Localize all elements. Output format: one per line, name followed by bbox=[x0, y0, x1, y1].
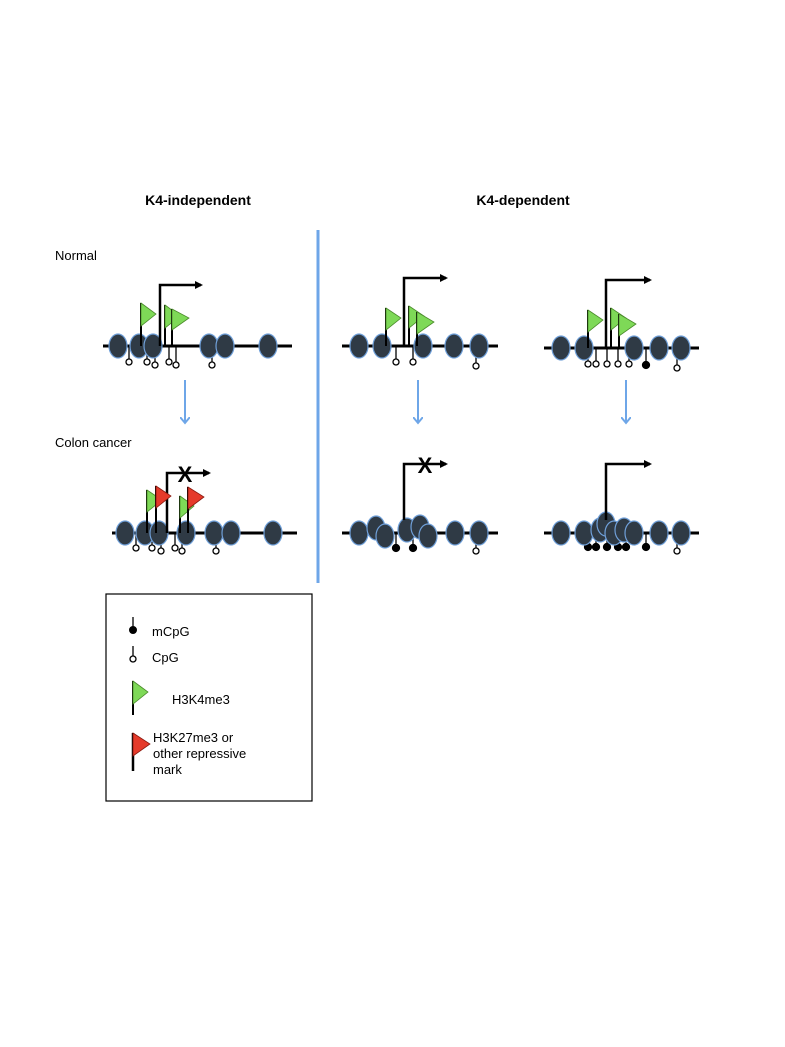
legend-repressive-flag-icon bbox=[131, 732, 151, 771]
cpg-lollipop-icon bbox=[392, 346, 480, 370]
flag-icon bbox=[385, 305, 435, 346]
legend-h3k4me3-flag-icon bbox=[132, 680, 149, 715]
row-label-colon-cancer: Colon cancer bbox=[55, 435, 132, 450]
flag-icon bbox=[587, 307, 637, 348]
transcription-arrow-icon bbox=[402, 460, 448, 520]
nucleosome-icon bbox=[108, 333, 278, 359]
nucleosome-icon bbox=[115, 520, 283, 546]
flag-icon bbox=[146, 485, 205, 533]
silenced-x-mark: X bbox=[178, 462, 193, 487]
title-k4-dependent: K4-dependent bbox=[476, 192, 570, 208]
nucleosome-icon bbox=[349, 514, 489, 549]
panel-dependent-b-cancer bbox=[544, 460, 699, 555]
legend-label-mcpg: mCpG bbox=[152, 624, 190, 639]
panel-dependent-a-normal bbox=[342, 274, 498, 370]
transcription-arrow-icon bbox=[158, 281, 203, 346]
mcpg-lollipop-icon bbox=[391, 533, 418, 553]
silenced-x-mark: X bbox=[418, 453, 433, 478]
nucleosome-icon bbox=[551, 511, 691, 546]
legend-label-repressive-3: mark bbox=[153, 762, 182, 777]
transcription-arrow-icon bbox=[402, 274, 448, 346]
nucleosome-icon bbox=[551, 335, 691, 361]
legend-mcpg-icon bbox=[129, 617, 137, 634]
legend-cpg-icon bbox=[129, 646, 137, 663]
transcription-arrow-icon bbox=[604, 460, 652, 520]
panel-independent-cancer: X bbox=[112, 462, 297, 555]
legend-label-repressive-1: H3K27me3 or bbox=[153, 730, 234, 745]
legend: mCpG CpG H3K4me3 H3K27me3 or other repre… bbox=[105, 593, 313, 802]
transcription-arrow-icon bbox=[604, 276, 652, 348]
nucleosome-icon bbox=[349, 333, 489, 359]
row-label-normal: Normal bbox=[55, 248, 97, 263]
legend-label-repressive-2: other repressive bbox=[153, 746, 246, 761]
flag-icon bbox=[140, 302, 190, 346]
legend-label-h3k4me3: H3K4me3 bbox=[172, 692, 230, 707]
panel-independent-normal bbox=[103, 281, 292, 369]
legend-label-cpg: CpG bbox=[152, 650, 179, 665]
transcription-arrow-icon bbox=[165, 469, 211, 533]
mcpg-lollipop-icon bbox=[641, 348, 651, 370]
panel-dependent-b-normal bbox=[544, 276, 699, 372]
title-k4-independent: K4-independent bbox=[145, 192, 251, 208]
panel-dependent-a-cancer: X bbox=[342, 453, 498, 555]
down-arrow-icon bbox=[185, 380, 626, 423]
